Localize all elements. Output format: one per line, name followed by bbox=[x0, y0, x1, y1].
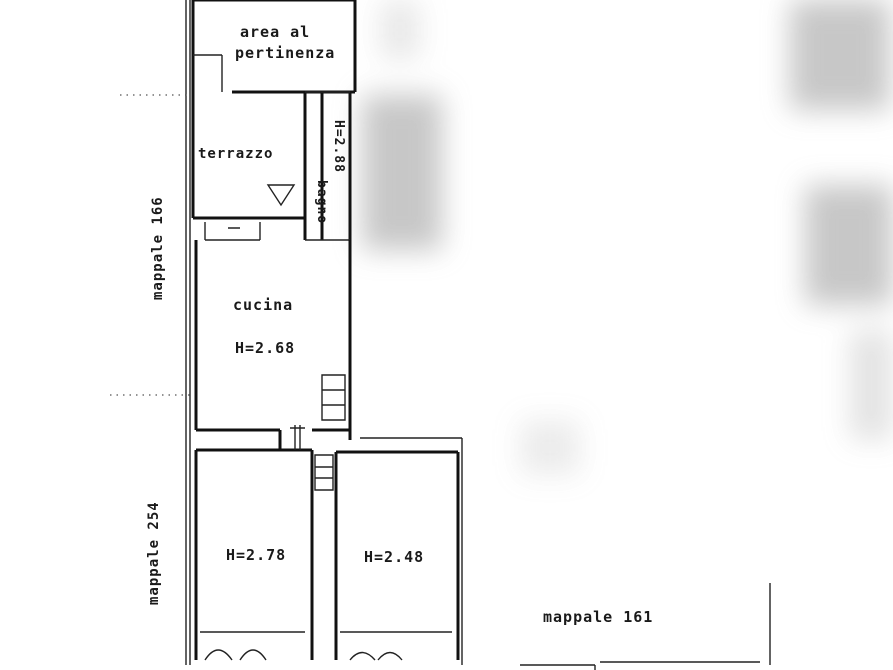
label-mappale-254: mappale 254 bbox=[146, 501, 162, 605]
label-cucina-height: H=2.68 bbox=[235, 339, 295, 357]
building-outline bbox=[185, 0, 771, 670]
boundary-lines bbox=[110, 94, 192, 396]
label-room-left-height: H=2.78 bbox=[226, 546, 286, 564]
tap-icon bbox=[266, 184, 296, 207]
redacted-area bbox=[362, 0, 893, 475]
label-area-line2: pertinenza bbox=[235, 44, 335, 62]
label-room-right-height: H=2.48 bbox=[364, 548, 424, 566]
label-mappale-161: mappale 161 bbox=[543, 608, 653, 626]
label-cucina: cucina bbox=[233, 296, 293, 314]
label-bagno: bagno bbox=[314, 180, 329, 224]
label-mappale-166: mappale 166 bbox=[150, 196, 166, 300]
label-area-line1: area al bbox=[240, 23, 310, 41]
label-bagno-height: H=2.88 bbox=[331, 120, 346, 173]
label-terrazzo: terrazzo bbox=[198, 146, 273, 162]
